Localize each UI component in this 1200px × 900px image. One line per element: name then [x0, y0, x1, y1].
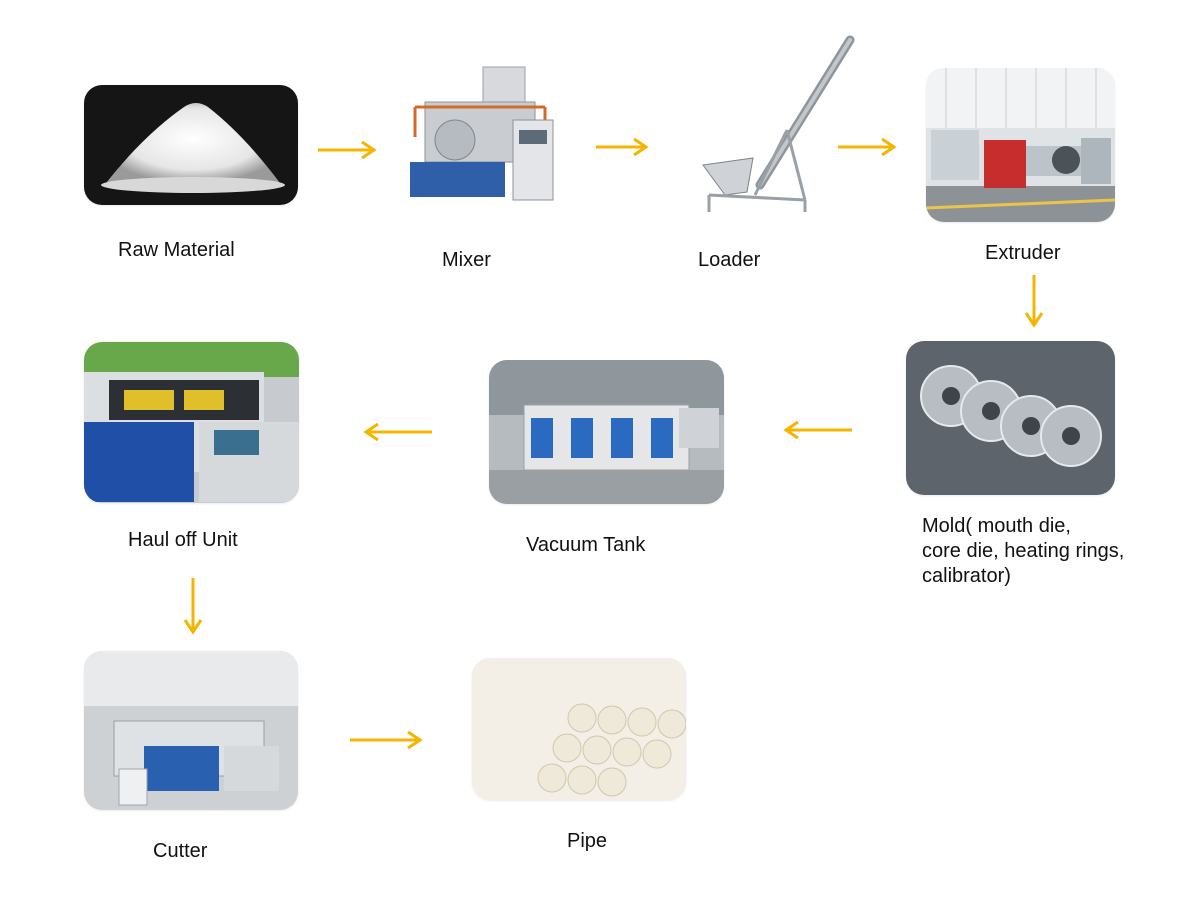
- loader-label: Loader: [698, 249, 761, 271]
- raw-material-label: Raw Material: [118, 239, 235, 261]
- raw-material-image: [84, 85, 298, 205]
- haul-off-unit-label: Haul off Unit: [128, 529, 238, 551]
- pipe-image: [472, 658, 686, 800]
- haul-off-unit-image: [84, 342, 299, 503]
- vacuum-tank-image: [489, 360, 724, 504]
- mixer-label: Mixer: [442, 249, 491, 271]
- mixer-image: [395, 62, 570, 212]
- arrow-down-icon: [183, 578, 203, 638]
- mold-image: [906, 341, 1115, 495]
- arrow-down-icon: [1024, 275, 1044, 331]
- vacuum-tank-label: Vacuum Tank: [526, 534, 646, 556]
- arrow-right-icon: [318, 140, 380, 160]
- arrow-left-icon: [780, 420, 852, 440]
- extruder-label: Extruder: [985, 242, 1061, 264]
- arrow-right-icon: [838, 137, 900, 157]
- loader-image: [695, 30, 865, 215]
- arrow-right-icon: [350, 730, 426, 750]
- mold-label: Mold( mouth die, core die, heating rings…: [922, 515, 1125, 587]
- arrow-left-icon: [360, 422, 432, 442]
- cutter-label: Cutter: [153, 840, 208, 862]
- cutter-image: [84, 651, 298, 810]
- arrow-right-icon: [596, 137, 652, 157]
- pipe-label: Pipe: [567, 830, 608, 852]
- extruder-image: [926, 68, 1115, 222]
